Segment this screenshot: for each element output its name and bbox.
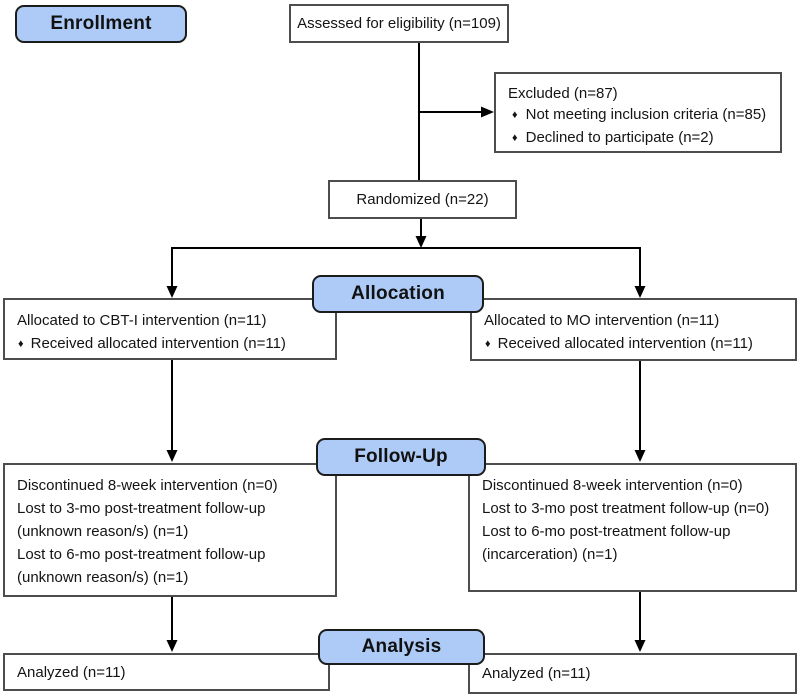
followup-right-line: (incarceration) (n=1) [482, 546, 618, 563]
allocation-left-box: Allocated to CBT-I intervention (n=11) ♦… [3, 298, 337, 360]
allocation-left-title: Allocated to CBT-I intervention (n=11) [17, 312, 267, 329]
followup-left-line: Discontinued 8-week intervention (n=0) [17, 477, 278, 494]
followup-left-line: (unknown reason/s) (n=1) [17, 569, 189, 586]
diamond-bullet-icon: ♦ [18, 338, 24, 350]
followup-left-box: Discontinued 8-week intervention (n=0) L… [3, 463, 337, 597]
stage-allocation-label: Allocation [351, 283, 445, 304]
followup-right-line: Lost to 3-mo post treatment follow-up (n… [482, 500, 770, 517]
followup-left-line: Lost to 3-mo post-treatment follow-up [17, 500, 266, 517]
assessed-text: Assessed for eligibility (n=109) [297, 15, 501, 32]
connector-split-alloc-right [634, 248, 646, 298]
excluded-box: Excluded (n=87) ♦ Not meeting inclusion … [494, 72, 782, 153]
diamond-bullet-icon: ♦ [512, 132, 518, 144]
followup-right-line: Discontinued 8-week intervention (n=0) [482, 477, 743, 494]
stage-analysis-label: Analysis [361, 636, 442, 657]
connector-alloc-followup-left [166, 360, 178, 462]
followup-right-box: Discontinued 8-week intervention (n=0) L… [468, 463, 797, 592]
analyzed-right-box: Analyzed (n=11) [468, 653, 797, 694]
stage-analysis: Analysis [318, 629, 485, 665]
assessed-box: Assessed for eligibility (n=109) [289, 4, 509, 43]
connector-followup-analyzed-right [634, 592, 646, 652]
followup-left-line: (unknown reason/s) (n=1) [17, 523, 189, 540]
allocation-left-item: Received allocated intervention (n=11) [30, 335, 286, 352]
followup-right-line: Lost to 6-mo post-treatment follow-up [482, 523, 731, 540]
stage-enrollment-label: Enrollment [50, 13, 152, 34]
followup-left-line: Lost to 6-mo post-treatment follow-up [17, 546, 266, 563]
excluded-item: Not meeting inclusion criteria (n=85) [525, 106, 767, 123]
connector-split-alloc-left [166, 248, 178, 298]
analyzed-left-text: Analyzed (n=11) [17, 663, 126, 681]
excluded-item: Declined to participate (n=2) [525, 129, 714, 146]
analyzed-right-text: Analyzed (n=11) [482, 665, 591, 682]
allocation-right-item: Received allocated intervention (n=11) [497, 335, 753, 352]
connector-followup-analyzed-left [166, 597, 178, 652]
connector-alloc-followup-right [634, 361, 646, 462]
diamond-bullet-icon: ♦ [485, 338, 491, 350]
connector-randomized-split [415, 219, 427, 248]
allocation-right-box: Allocated to MO intervention (n=11) ♦ Re… [470, 298, 797, 361]
randomized-box: Randomized (n=22) [328, 180, 517, 219]
connector-excluded-arrow [419, 106, 494, 118]
stage-enrollment: Enrollment [15, 5, 187, 43]
analyzed-left-box: Analyzed (n=11) [3, 653, 330, 691]
randomized-text: Randomized (n=22) [356, 191, 489, 208]
diamond-bullet-icon: ♦ [512, 109, 518, 121]
stage-followup-label: Follow-Up [354, 446, 448, 467]
allocation-right-title: Allocated to MO intervention (n=11) [484, 312, 720, 329]
stage-followup: Follow-Up [316, 438, 486, 476]
excluded-title: Excluded (n=87) [508, 85, 618, 102]
stage-allocation: Allocation [312, 275, 484, 313]
